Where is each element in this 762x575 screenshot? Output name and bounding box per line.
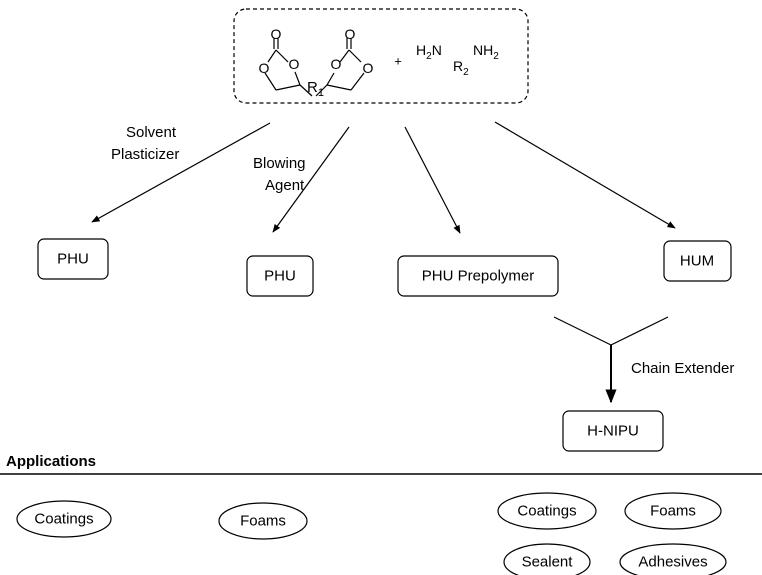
application-adhesives: Adhesives	[619, 543, 727, 575]
arrow-to-phu-2	[272, 126, 350, 233]
carbonate-ring-left	[264, 38, 313, 97]
application-sealent: Sealent	[503, 543, 591, 575]
arrow-to-phu-1	[91, 122, 271, 223]
application-label: Foams	[240, 513, 286, 530]
linker-label: R1	[307, 79, 324, 99]
carbonate-atom: O	[345, 26, 356, 42]
application-label: Sealent	[522, 554, 574, 571]
product-phu-2-label: PHU	[264, 268, 296, 285]
carbonate-atom: O	[289, 56, 300, 72]
carbonate-atom: O	[271, 26, 282, 42]
amine-sub-r: 2	[463, 67, 469, 78]
y-junction	[553, 316, 669, 346]
route-label-plasticizer: Plasticizer	[111, 146, 179, 163]
diamine-linker: R2	[453, 58, 469, 78]
product-phu-prepolymer-label: PHU Prepolymer	[422, 268, 535, 285]
product-hum: HUM	[663, 240, 732, 282]
product-hum-label: HUM	[680, 253, 714, 270]
amine-sub-a: 2	[426, 51, 432, 62]
amine-h: H	[416, 42, 426, 58]
application-label: Adhesives	[638, 554, 707, 571]
route-label-solvent: Solvent	[126, 124, 177, 141]
product-phu-prepolymer: PHU Prepolymer	[397, 255, 559, 297]
application-foams-2: Foams	[624, 492, 722, 530]
amine-nh: NH	[473, 42, 493, 58]
reagent-box: O O O O O O R1 + H2N R2 NH2	[233, 8, 529, 104]
product-phu-1: PHU	[37, 238, 109, 280]
arrow-to-prepolymer	[404, 126, 461, 234]
applications-heading: Applications	[6, 453, 96, 470]
product-h-nipu-label: H-NIPU	[587, 423, 639, 440]
arrow-to-hum	[494, 121, 676, 229]
application-foams-1: Foams	[218, 502, 308, 540]
linker-r: R	[307, 79, 318, 96]
route-label-agent: Agent	[265, 177, 305, 194]
product-phu-2: PHU	[246, 255, 314, 297]
carbonate-ring-right	[315, 38, 365, 97]
linker-subscript: 1	[318, 87, 324, 99]
carbonate-atom: O	[331, 56, 342, 72]
application-coatings-1: Coatings	[16, 500, 112, 538]
product-h-nipu: H-NIPU	[562, 410, 664, 452]
amine-r: R	[453, 58, 463, 74]
plus-sign: +	[394, 54, 402, 69]
route-label-blowing: Blowing	[253, 155, 306, 172]
amine-sub-b: 2	[493, 51, 499, 62]
product-phu-1-label: PHU	[57, 251, 89, 268]
carbonate-atom: O	[259, 60, 270, 76]
amine-n: N	[432, 42, 442, 58]
diamine-left: H2N	[416, 42, 442, 62]
application-label: Coatings	[34, 511, 93, 528]
application-label: Coatings	[517, 503, 576, 520]
application-label: Foams	[650, 503, 696, 520]
application-coatings-2: Coatings	[497, 492, 597, 530]
diamine-right: NH2	[473, 42, 499, 62]
carbonate-atom: O	[363, 60, 374, 76]
chain-extender-label: Chain Extender	[631, 360, 734, 377]
